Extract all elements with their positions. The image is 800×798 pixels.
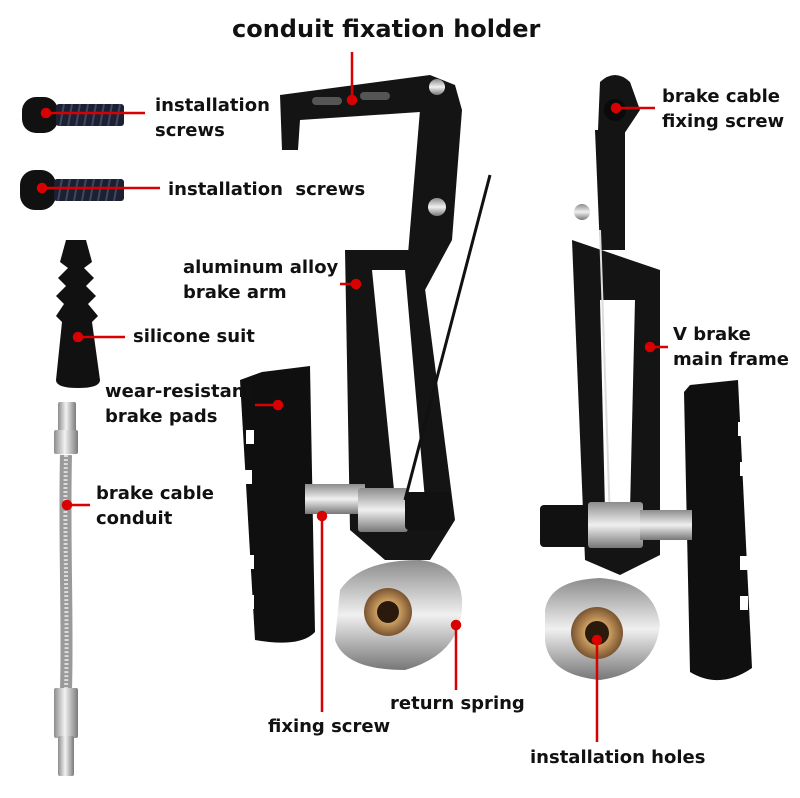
- leader-lines: [36, 52, 668, 742]
- left-brake-arm: [240, 75, 492, 670]
- label-silicone-suit: silicone suit: [133, 326, 255, 347]
- installation-screw-bottom: [20, 170, 124, 210]
- label-installation-screws-top: installation screws: [155, 95, 270, 141]
- title-conduit-fixation-holder: conduit fixation holder: [232, 15, 541, 43]
- label-fixing-screw: fixing screw: [268, 716, 391, 737]
- label-aluminum-alloy-brake-arm: aluminum alloy brake arm: [183, 257, 339, 303]
- label-v-brake-main-frame: V brake main frame: [673, 324, 789, 370]
- installation-screw-top: [22, 97, 124, 133]
- label-brake-cable-fixing-screw: brake cable fixing screw: [662, 86, 785, 132]
- silicone-suit: [56, 240, 100, 388]
- label-brake-cable-conduit: brake cable conduit: [96, 483, 214, 529]
- right-brake-arm: [540, 75, 752, 681]
- brake-cable-conduit: [54, 402, 78, 776]
- label-return-spring: return spring: [390, 693, 525, 714]
- label-installation-screws-bottom: installation screws: [168, 179, 366, 200]
- label-wear-resistant-brake-pads: wear-resistant brake pads: [105, 381, 254, 427]
- label-installation-holes: installation holes: [530, 747, 706, 768]
